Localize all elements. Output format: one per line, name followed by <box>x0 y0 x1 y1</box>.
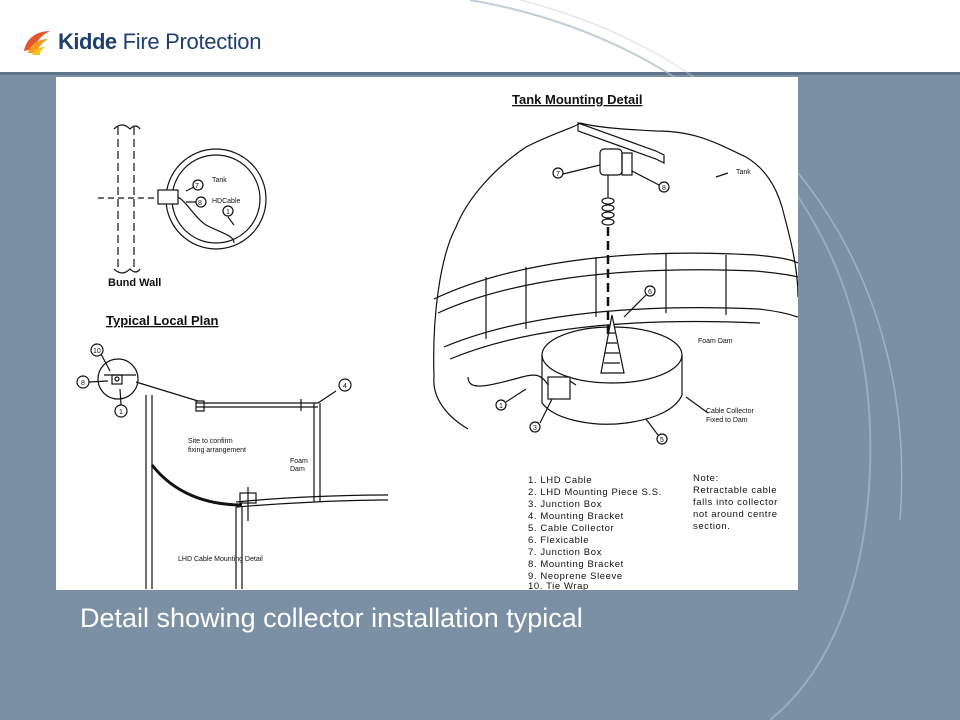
legend-item: 7. Junction Box <box>528 547 602 558</box>
legend-item: 3. Junction Box <box>528 499 602 510</box>
note-line: Retractable cable <box>693 485 777 496</box>
bund-wall-label: Bund Wall <box>108 277 161 289</box>
note-line: section. <box>693 521 731 532</box>
callout-local-8: 8 <box>81 380 85 387</box>
installation-diagram: 7 8 1 Tank HDCable Bund Wall Typical Loc… <box>76 92 798 590</box>
foam-dam-plan-line-2: Dam <box>290 466 305 473</box>
slide-caption: Detail showing collector installation ty… <box>80 603 583 633</box>
logo-tagline-text: Fire Protection <box>122 29 262 54</box>
callout-detail-5: 5 <box>660 437 664 444</box>
tank-mounting-view <box>433 122 798 445</box>
callout-detail-7: 7 <box>556 171 560 178</box>
flame-logo-icon <box>24 31 50 55</box>
callout-detail-3: 3 <box>533 425 537 432</box>
header-divider <box>0 72 960 75</box>
callout-local-1: 1 <box>119 409 123 416</box>
site-confirm-line-2: fixing arrangement <box>188 447 246 454</box>
legend-item: 2. LHD Mounting Piece S.S. <box>528 487 662 498</box>
logo-brand-text: Kidde <box>58 29 117 54</box>
callout-detail-1: 1 <box>499 403 503 410</box>
note-line: not around centre <box>693 509 778 520</box>
note-line: falls into collector <box>693 497 778 508</box>
note-line: Note: <box>693 473 719 484</box>
legend-item: 5. Cable Collector <box>528 523 614 534</box>
legend-item: 1. LHD Cable <box>528 475 592 486</box>
kidde-logo[interactable]: Kidde Fire Protection <box>20 22 261 62</box>
callout-detail-8: 8 <box>662 185 666 192</box>
callout-local-10: 10 <box>93 348 101 355</box>
typical-local-plan-title: Typical Local Plan <box>106 313 219 328</box>
lhd-cable-curve <box>150 464 243 507</box>
hdcable-label: HDCable <box>212 198 241 205</box>
tank-plan-view <box>98 124 267 274</box>
legend-item: 9. Neoprene Sleeve <box>528 571 623 582</box>
lhd-mounting-detail-label: LHD Cable Mounting Detail <box>178 556 263 563</box>
header-bar: Kidde Fire Protection <box>0 0 960 74</box>
parts-legend: 1. LHD Cable 2. LHD Mounting Piece S.S. … <box>528 475 662 590</box>
callout-plan-1: 1 <box>226 209 230 216</box>
callout-local-4: 4 <box>343 383 347 390</box>
legend-item: 4. Mounting Bracket <box>528 511 624 522</box>
tank-mounting-title: Tank Mounting Detail <box>512 92 642 107</box>
foam-dam-label-detail: Foam Dam <box>698 338 733 345</box>
site-confirm-line-1: Site to confirm <box>188 438 233 445</box>
note-block: Note: Retractable cable falls into colle… <box>693 473 778 532</box>
diagram-panel: 7 8 1 Tank HDCable Bund Wall Typical Loc… <box>56 77 798 590</box>
tank-label-plan: Tank <box>212 177 227 184</box>
foam-dam-plan-line-1: Foam <box>290 458 308 465</box>
tank-label-detail: Tank <box>736 169 751 176</box>
callout-plan-7: 7 <box>195 183 199 190</box>
legend-item: 10. Tie Wrap <box>528 581 589 590</box>
cable-collector-label-line-2: Fixed to Dam <box>706 417 748 424</box>
legend-item: 8. Mounting Bracket <box>528 559 624 570</box>
local-plan-view <box>76 343 389 589</box>
cable-collector-label-line-1: Cable Collector <box>706 408 755 415</box>
callout-detail-6: 6 <box>648 289 652 296</box>
legend-item: 6. Flexicable <box>528 535 589 546</box>
callout-plan-8: 8 <box>198 200 202 207</box>
